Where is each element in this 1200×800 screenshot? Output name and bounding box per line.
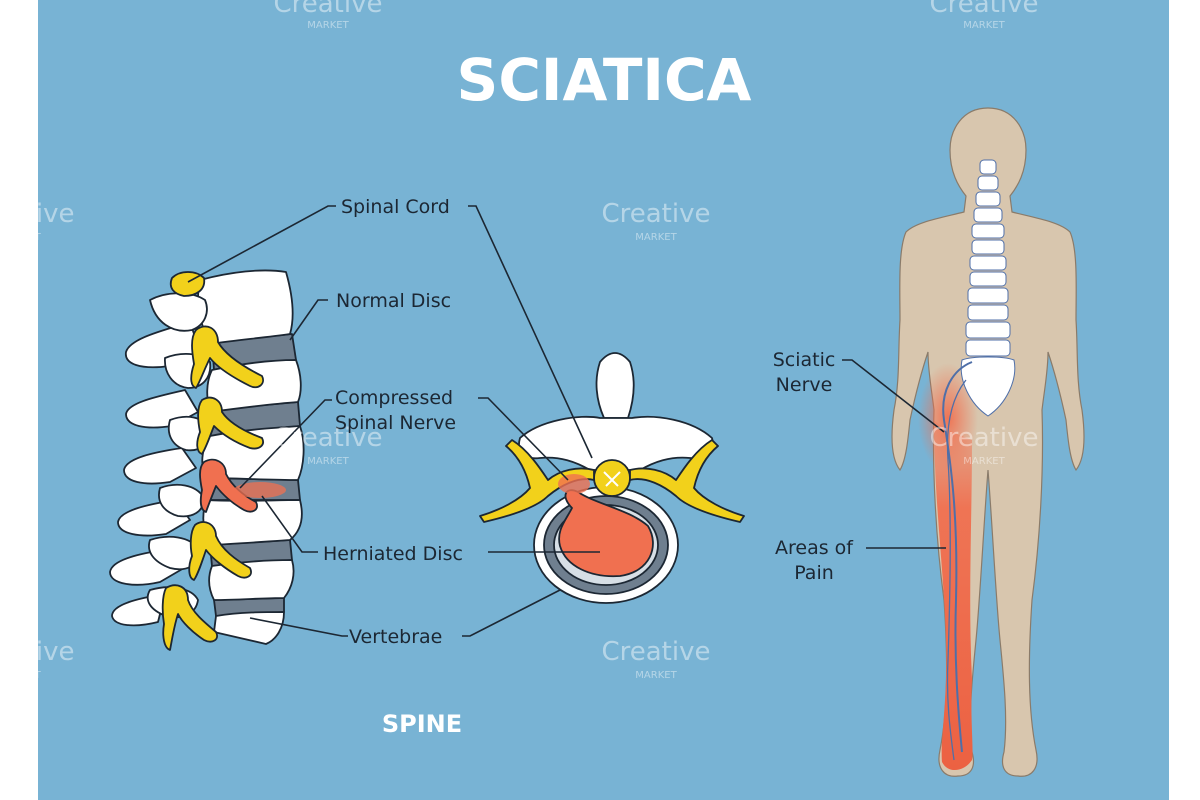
human-figure-back bbox=[891, 107, 1085, 777]
label-areas-pain-line1: Areas of bbox=[775, 537, 854, 559]
watermark-brand: Creative bbox=[0, 637, 75, 667]
body-silhouette bbox=[891, 107, 1085, 777]
watermark-sub: MARKET bbox=[307, 20, 349, 31]
watermark-sub: MARKET bbox=[0, 232, 42, 243]
herniated-disc-bulge bbox=[234, 482, 286, 498]
label-herniated-disc: Herniated Disc bbox=[323, 543, 463, 565]
watermark-brand: Creative bbox=[273, 0, 382, 19]
sciatic-nerve-path bbox=[942, 361, 973, 753]
watermark-sub: MARKET bbox=[307, 456, 349, 467]
watermarks: Creative MARKET Creative MARKET Creative… bbox=[0, 0, 1039, 681]
label-spinal-cord: Spinal Cord bbox=[341, 196, 450, 218]
page-title: SCIATICA bbox=[457, 46, 752, 114]
leader-lines bbox=[187, 205, 946, 637]
watermark-sub: MARKET bbox=[635, 670, 677, 681]
watermark-sub: MARKET bbox=[963, 456, 1005, 467]
watermark-brand: Creative bbox=[601, 199, 710, 229]
spine-caption: SPINE bbox=[382, 710, 462, 738]
label-compressed-line2: Spinal Nerve bbox=[335, 412, 456, 434]
watermark-brand: Creative bbox=[929, 423, 1038, 453]
vertebral-bodies bbox=[197, 269, 305, 645]
watermark-brand: Creative bbox=[601, 637, 710, 667]
figure-spine bbox=[960, 159, 1016, 417]
watermark-brand: Creative bbox=[273, 423, 382, 453]
compressed-nerve-section bbox=[558, 474, 590, 494]
spine-side-view bbox=[109, 269, 305, 651]
watermark-brand: Creative bbox=[0, 199, 75, 229]
label-vertebrae: Vertebrae bbox=[349, 626, 442, 648]
label-sciatic-line2: Nerve bbox=[776, 374, 833, 396]
vertebra-cross-section bbox=[479, 352, 745, 604]
label-normal-disc: Normal Disc bbox=[336, 290, 451, 312]
label-compressed-line1: Compressed bbox=[335, 387, 453, 409]
watermark-sub: MARKET bbox=[963, 20, 1005, 31]
watermark-sub: MARKET bbox=[0, 670, 42, 681]
nerve-roots bbox=[161, 325, 264, 651]
spinal-cord-section bbox=[593, 459, 631, 497]
watermark-sub: MARKET bbox=[635, 232, 677, 243]
label-sciatic-line1: Sciatic bbox=[773, 349, 836, 371]
label-areas-pain-line2: Pain bbox=[794, 562, 834, 584]
watermark-brand: Creative bbox=[929, 0, 1038, 19]
leg-pain-area bbox=[934, 420, 973, 771]
compressed-nerve-root bbox=[199, 458, 258, 513]
